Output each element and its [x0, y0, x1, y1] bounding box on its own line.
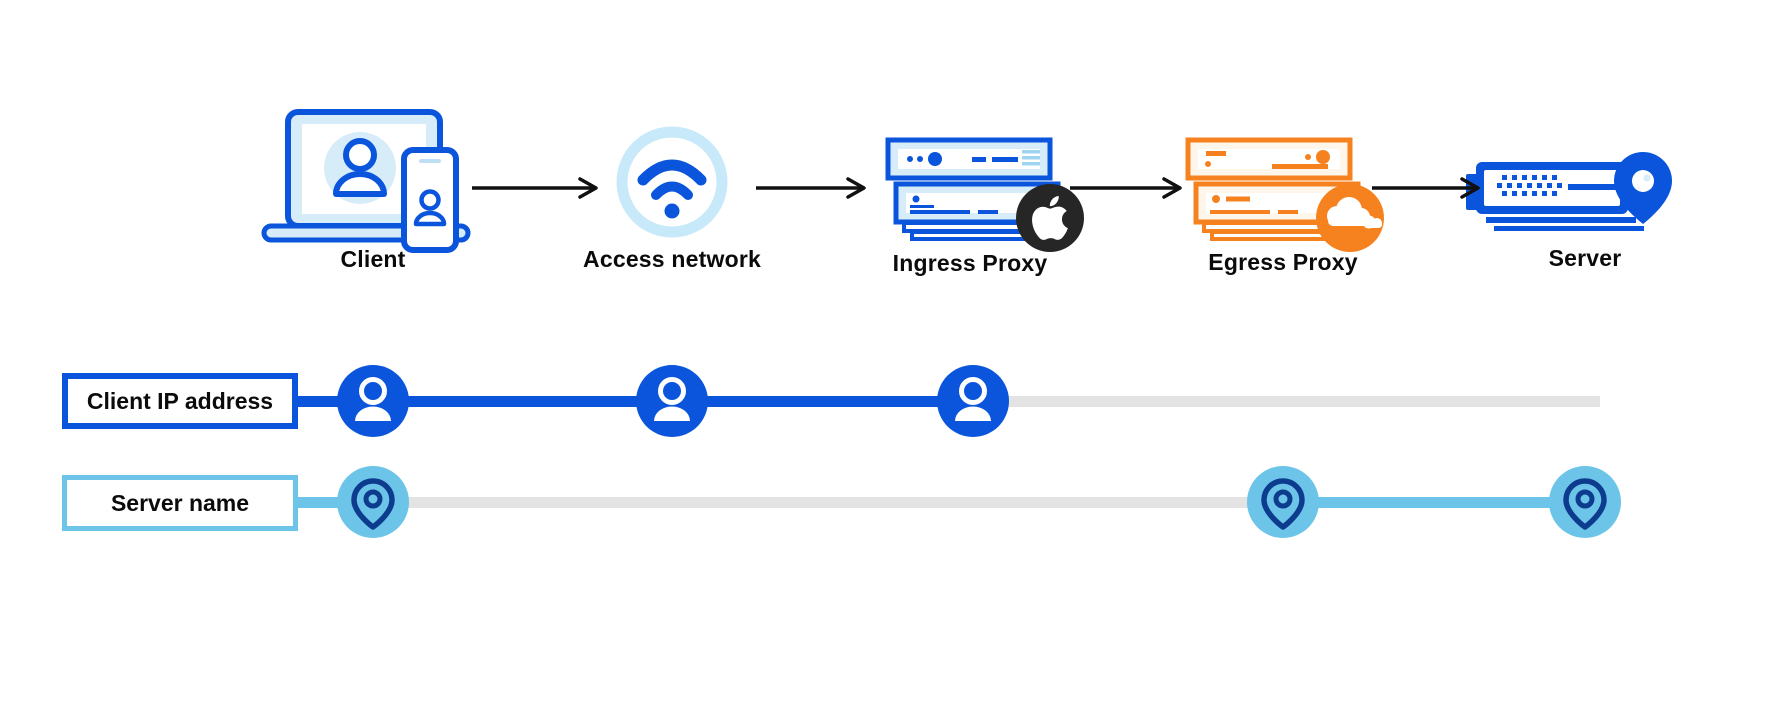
server-name-label: Server name: [110, 489, 250, 516]
server-name-hidden-segment: [373, 497, 1283, 508]
person-icon: [654, 377, 690, 421]
pin-marker: [1549, 466, 1621, 538]
client-devices-icon: [261, 109, 471, 253]
location-pin-icon: [1261, 478, 1305, 530]
apple-logo-icon: [1016, 184, 1084, 252]
location-pin-icon: [1563, 478, 1607, 530]
pin-marker: [337, 466, 409, 538]
person-marker: [337, 365, 409, 437]
server-stack-icon: [1185, 137, 1384, 252]
location-pin-icon: [351, 478, 395, 530]
arrow-right-icon: [1070, 177, 1182, 199]
arrow-right-icon: [756, 177, 866, 199]
wifi-icon: [616, 126, 728, 238]
node-label-client: Client: [340, 246, 406, 272]
location-pin-icon: [1614, 152, 1672, 224]
cloudflare-logo-icon: [1316, 184, 1384, 252]
server-name-visible-segment: [1283, 497, 1585, 508]
client-ip-label-box: Client IP address: [62, 373, 298, 429]
person-icon: [355, 377, 391, 421]
client-ip-label: Client IP address: [86, 387, 274, 414]
person-marker: [937, 365, 1009, 437]
node-label-egress-proxy: Egress Proxy: [1208, 249, 1358, 275]
person-marker: [636, 365, 708, 437]
node-label-server: Server: [1548, 245, 1622, 271]
node-label-ingress-proxy: Ingress Proxy: [892, 250, 1048, 276]
server-location-icon: [1466, 152, 1672, 231]
pin-marker: [1247, 466, 1319, 538]
server-name-label-box: Server name: [62, 475, 298, 531]
dot-matrix: [1497, 175, 1562, 196]
arrow-right-icon: [1372, 177, 1480, 199]
server-name-visible-segment: [290, 497, 380, 508]
server-stack-icon: [885, 137, 1084, 252]
client-ip-hidden-segment: [973, 396, 1600, 407]
node-label-access-network: Access network: [583, 246, 761, 272]
arrow-right-icon: [472, 177, 598, 199]
client-ip-visible-segment: [290, 396, 973, 407]
person-icon: [955, 377, 991, 421]
